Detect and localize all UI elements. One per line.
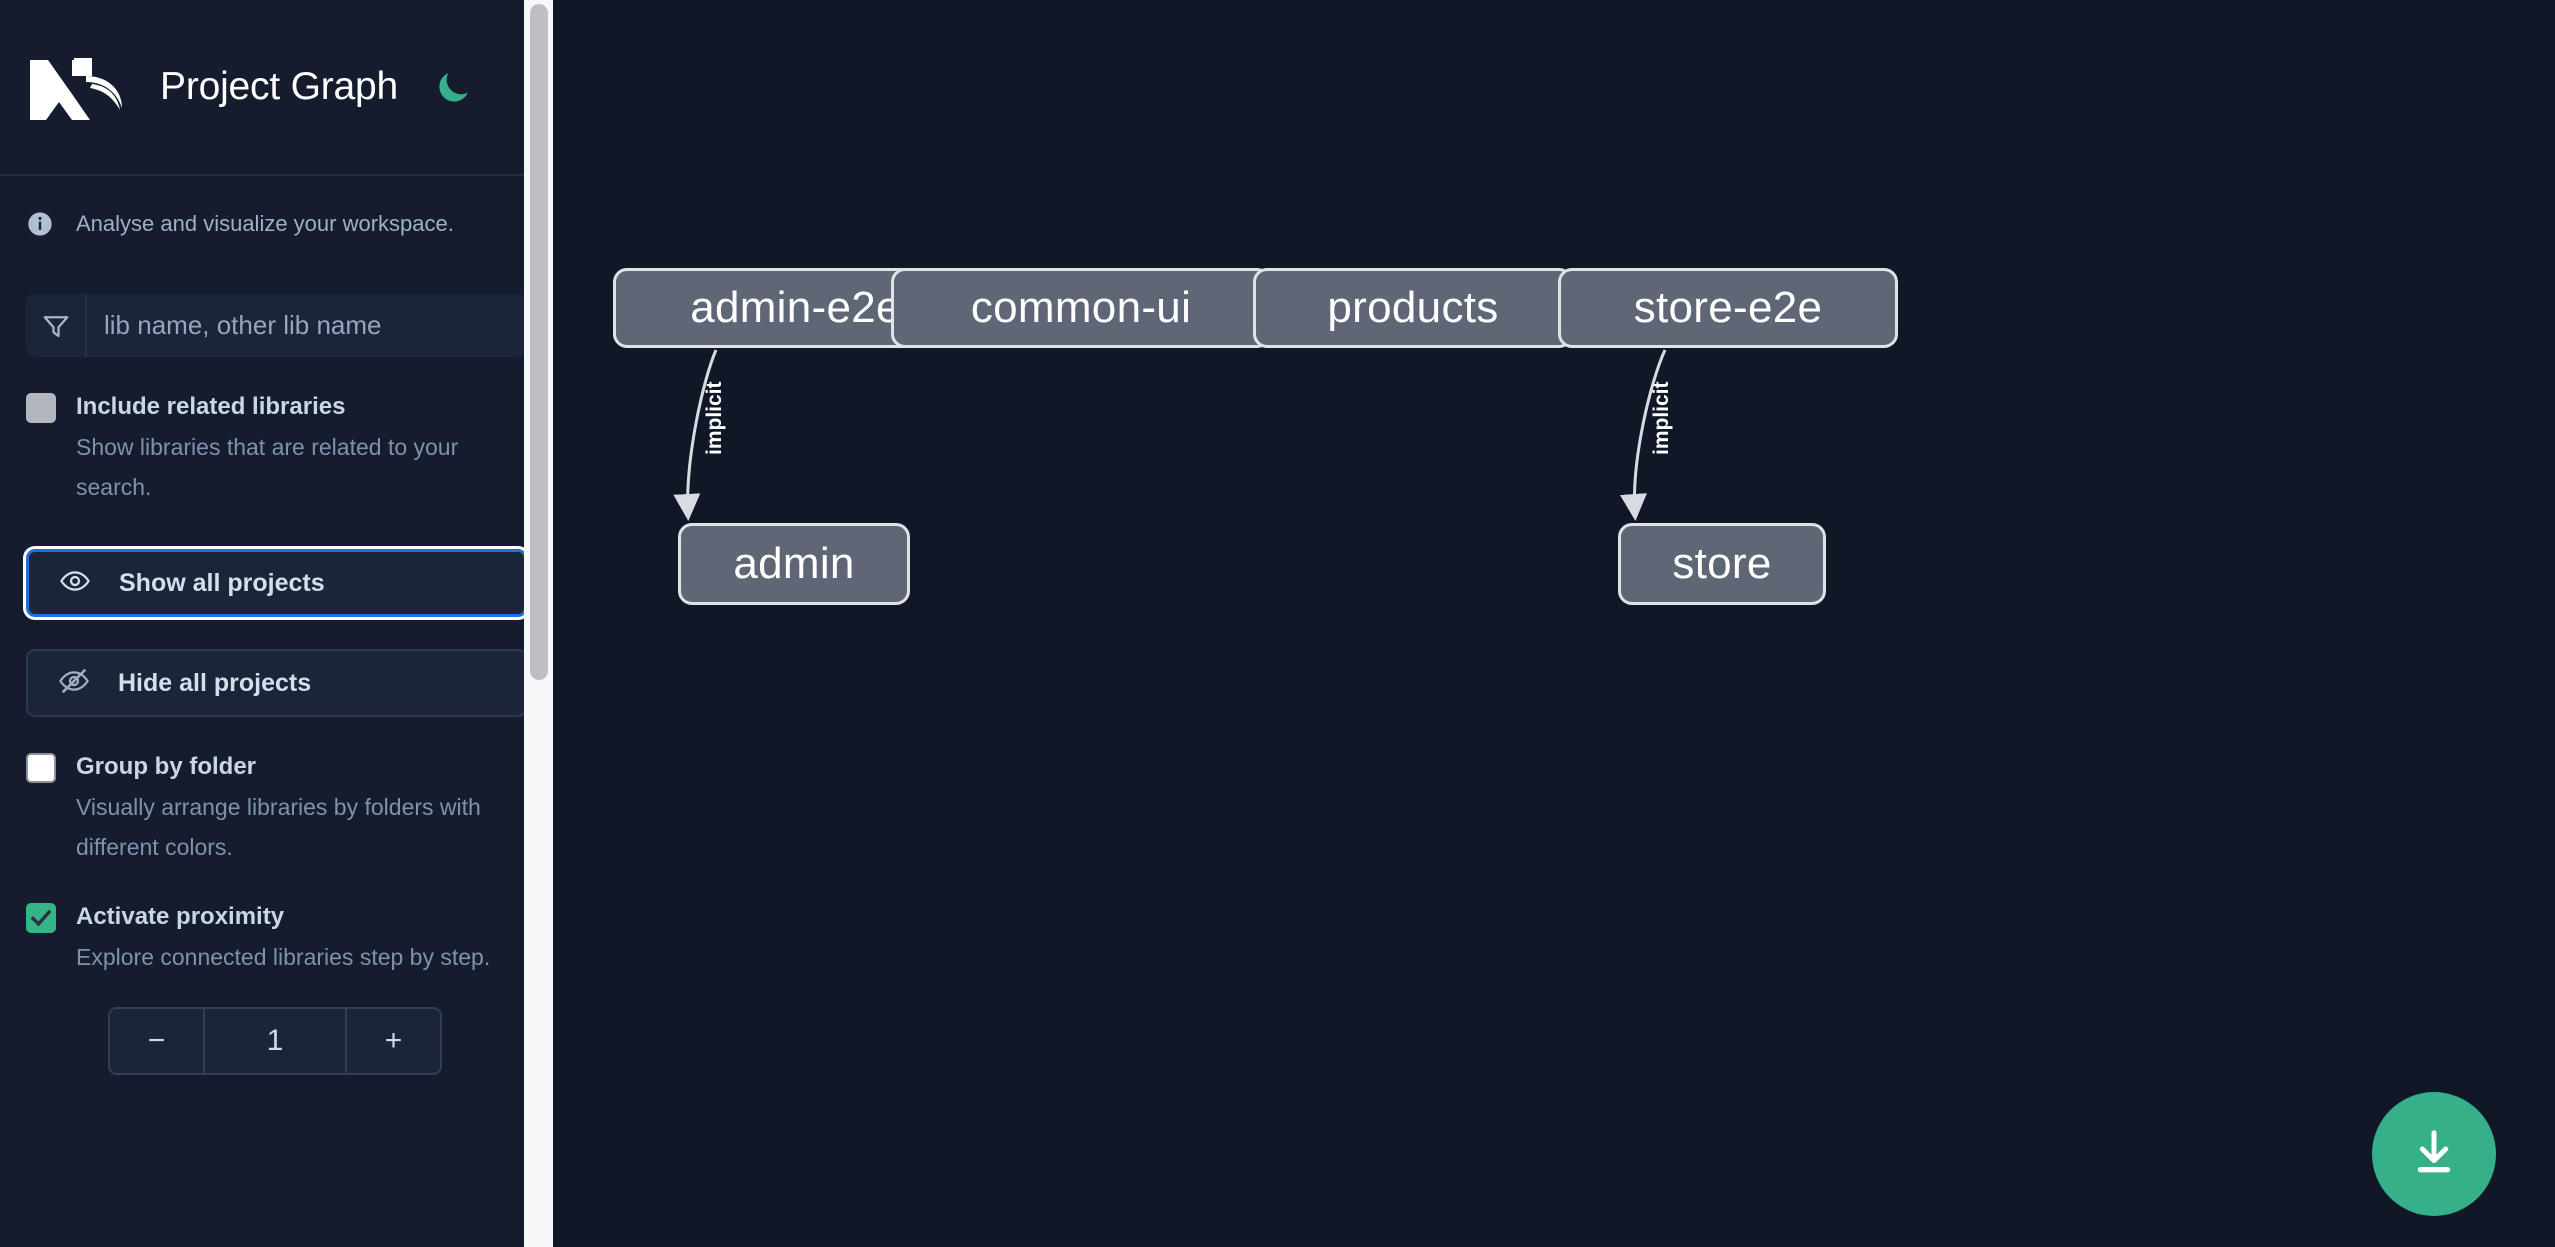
sidebar-header: Project Graph (0, 0, 553, 176)
group-by-folder-checkbox[interactable] (26, 753, 56, 783)
graph-node-store-e2e[interactable]: store-e2e (1558, 268, 1898, 348)
option-description: Explore connected libraries step by step… (76, 944, 491, 970)
option-description: Show libraries that are related to your … (76, 434, 459, 500)
sidebar-scrollbar-track[interactable] (524, 0, 553, 1247)
visibility-buttons: Show all projects Hide all projects (0, 549, 553, 717)
option-label: Group by folder (76, 753, 256, 780)
proximity-decrement-button[interactable]: − (110, 1009, 205, 1073)
eye-icon (59, 565, 91, 602)
graph-edges (673, 349, 1667, 521)
show-all-projects-button[interactable]: Show all projects (26, 549, 527, 617)
show-all-projects-label: Show all projects (119, 568, 325, 597)
edge-label-store-implicit: implicit (1650, 381, 1673, 455)
activate-proximity-checkbox[interactable] (26, 903, 56, 933)
graph-node-common-ui[interactable]: common-ui (891, 268, 1271, 348)
option-description: Visually arrange libraries by folders wi… (76, 794, 481, 860)
option-label: Include related libraries (76, 393, 346, 420)
option-label: Activate proximity (76, 903, 285, 930)
graph-node-products[interactable]: products (1253, 268, 1573, 348)
graph-node-store[interactable]: store (1618, 523, 1826, 605)
info-icon (26, 210, 54, 238)
download-graph-button[interactable] (2372, 1092, 2496, 1216)
sidebar: Project Graph Analyse and visualize your… (0, 0, 553, 1247)
edge-label-admin-implicit: implicit (703, 381, 726, 455)
option-group-by-folder: Group by folder Visually arrange librari… (0, 747, 553, 867)
info-text: Analyse and visualize your workspace. (76, 211, 454, 236)
page-title: Project Graph (160, 65, 399, 108)
hide-all-projects-label: Hide all projects (118, 668, 312, 697)
option-include-related-libraries: Include related libraries Show libraries… (0, 387, 553, 507)
nx-logo (26, 50, 124, 124)
info-banner: Analyse and visualize your workspace. (0, 176, 553, 272)
eye-off-icon (58, 665, 90, 702)
graph-canvas[interactable]: implicit implicit admin-e2e common-ui pr… (553, 0, 2555, 1247)
search-box[interactable] (26, 294, 527, 357)
moon-icon[interactable] (432, 66, 474, 108)
download-icon (2407, 1126, 2461, 1183)
option-activate-proximity: Activate proximity Explore connected lib… (0, 897, 553, 977)
proximity-value[interactable]: 1 (205, 1009, 345, 1073)
include-related-libraries-checkbox[interactable] (26, 393, 56, 423)
sidebar-scrollbar-thumb[interactable] (530, 4, 548, 680)
proximity-increment-button[interactable]: + (345, 1009, 440, 1073)
proximity-stepper: − 1 + (0, 1007, 553, 1075)
search-input[interactable] (87, 294, 527, 357)
filter-icon (26, 294, 87, 357)
hide-all-projects-button[interactable]: Hide all projects (26, 649, 527, 717)
graph-node-admin[interactable]: admin (678, 523, 910, 605)
